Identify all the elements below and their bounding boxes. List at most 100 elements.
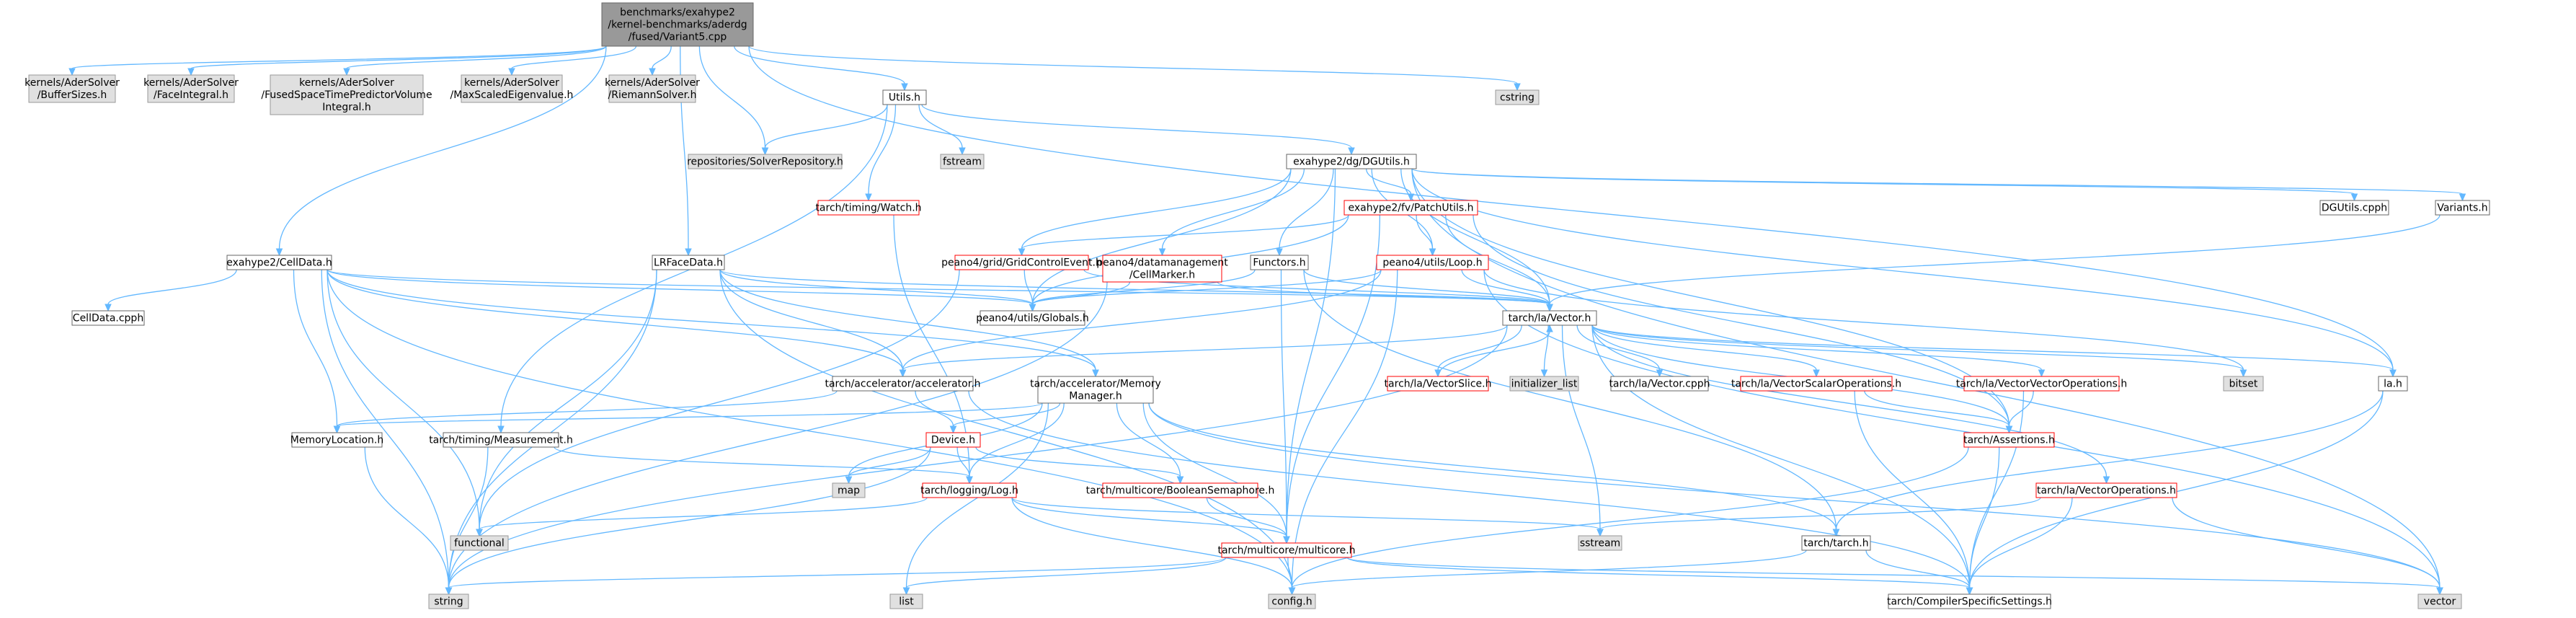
- node-box: [147, 74, 235, 103]
- node-config: config.h: [1268, 593, 1316, 609]
- node-box: [925, 432, 981, 448]
- node-fusedspacetime: kernels/AderSolver/FusedSpaceTimePredict…: [261, 74, 432, 115]
- node-dgutils-cpph[interactable]: DGUtils.cpph: [2319, 200, 2389, 216]
- node-globals[interactable]: peano4/utils/Globals.h: [976, 310, 1089, 326]
- node-label: tarch/CompilerSpecificSettings.h: [1887, 596, 2052, 608]
- node-watch[interactable]: tarch/timing/Watch.h: [815, 200, 922, 216]
- node-box: [1963, 432, 2055, 448]
- node-label: /FusedSpaceTimePredictorVolume: [261, 89, 432, 101]
- edge-arrowhead: [865, 193, 872, 202]
- edge-arrowhead: [761, 147, 769, 156]
- node-vectorvectorops[interactable]: tarch/la/VectorVectorOperations.h: [1956, 376, 2128, 392]
- node-box: [461, 74, 563, 103]
- edge-arrowhead: [2350, 193, 2358, 202]
- node-vector-cpph[interactable]: tarch/la/Vector.cpph: [1609, 376, 1710, 392]
- node-variants[interactable]: Variants.h: [2435, 200, 2490, 216]
- node-dgutils[interactable]: exahype2/dg/DGUtils.h: [1286, 154, 1417, 169]
- node-label: exahype2/dg/DGUtils.h: [1293, 156, 1410, 168]
- edge-utils_h-to-solverrepo: [761, 104, 888, 156]
- edge-multicore-to-list: [902, 557, 1227, 596]
- node-device[interactable]: Device.h: [925, 432, 981, 448]
- node-measurement[interactable]: tarch/timing/Measurement.h: [429, 432, 573, 448]
- edge-dgutils-to-gridcontrolevent: [1018, 168, 1292, 257]
- node-label: /kernel-benchmarks/aderdg: [608, 19, 747, 31]
- node-celldata[interactable]: exahype2/CellData.h: [226, 255, 332, 270]
- edge-root-to-buffersizes: [68, 45, 607, 76]
- node-box: [2223, 376, 2264, 392]
- edge-arrowhead: [966, 476, 973, 485]
- node-vector-h[interactable]: tarch/la/Vector.h: [1502, 310, 1597, 326]
- node-label: tarch/timing/Measurement.h: [429, 435, 573, 446]
- node-memorylocation[interactable]: MemoryLocation.h: [290, 432, 383, 448]
- edge-root-to-faceintegral: [187, 45, 607, 76]
- node-label: tarch/la/VectorOperations.h: [2037, 485, 2176, 497]
- node-accelerator[interactable]: tarch/accelerator/accelerator.h: [825, 376, 981, 392]
- node-vectorops[interactable]: tarch/la/VectorOperations.h: [2035, 482, 2177, 498]
- node-vectorslice[interactable]: tarch/la/VectorSlice.h: [1385, 376, 1492, 392]
- node-std-vector: vector: [2417, 593, 2462, 609]
- edge-vectorops-to-compilerspecific: [1966, 497, 2073, 596]
- node-log[interactable]: tarch/logging/Log.h: [920, 482, 1018, 498]
- edge-dgutils-to-la_h: [1411, 168, 2397, 378]
- node-assertions[interactable]: tarch/Assertions.h: [1963, 432, 2055, 448]
- node-label: benchmarks/exahype2: [620, 7, 735, 19]
- node-box: [2435, 200, 2490, 216]
- node-cstring: cstring: [1495, 89, 1540, 105]
- node-box: [2035, 482, 2177, 498]
- edge-loop-to-vector_h: [1461, 269, 1553, 312]
- node-utils-h[interactable]: Utils.h: [882, 89, 927, 105]
- edge-root-to-cstring: [748, 45, 1521, 92]
- node-functors[interactable]: Functors.h: [1250, 255, 1309, 270]
- edge-loop-to-globals: [1029, 269, 1382, 312]
- node-cellmarker[interactable]: peano4/datamanagement/CellMarker.h: [1096, 255, 1228, 283]
- edge-arrowhead: [1276, 248, 1283, 257]
- node-box: [832, 482, 866, 498]
- node-label: Integral.h: [322, 102, 371, 113]
- edge-dgutils-to-cellmarker: [1158, 168, 1305, 257]
- node-vectorscalarops[interactable]: tarch/la/VectorScalarOperations.h: [1731, 376, 1901, 392]
- edge-assertions-to-compilerspecific: [1966, 446, 2000, 596]
- edge-celldata-to-globals: [327, 269, 1036, 312]
- edge-vectorvectorops-to-assertions: [2005, 390, 2034, 434]
- edge-device-to-log: [956, 446, 973, 485]
- node-label: cstring: [1500, 92, 1535, 104]
- node-multicore[interactable]: tarch/multicore/multicore.h: [1217, 542, 1356, 558]
- node-box: [1376, 255, 1489, 270]
- node-box: [1963, 376, 2120, 392]
- node-gridcontrolevent[interactable]: peano4/grid/GridControlEvent.h: [941, 255, 1102, 270]
- node-celldata-cpph[interactable]: CellData.cpph: [71, 310, 145, 326]
- node-label: fstream: [943, 156, 982, 168]
- node-lrfacedata[interactable]: LRFaceData.h: [652, 255, 725, 270]
- node-label: kernels/AderSolver: [25, 77, 120, 89]
- node-box: [1102, 482, 1258, 498]
- node-tarch-h[interactable]: tarch/tarch.h: [1801, 535, 1871, 551]
- edge-arrowhead: [68, 68, 76, 76]
- node-label: peano4/datamanagement: [1096, 257, 1228, 269]
- node-label: sstream: [1580, 538, 1620, 549]
- edge-vectorvectorops-to-compilerspecific: [1966, 390, 2025, 596]
- node-box: [28, 74, 116, 103]
- edge-lrfacedata-to-memorymanager: [719, 269, 1099, 378]
- edge-arrowhead: [275, 248, 283, 257]
- edge-arrowhead: [497, 425, 505, 434]
- node-loop[interactable]: peano4/utils/Loop.h: [1376, 255, 1489, 270]
- node-label: kernels/AderSolver: [605, 77, 700, 89]
- node-label: kernels/AderSolver: [143, 77, 239, 89]
- edge-arrowhead: [2239, 369, 2247, 378]
- edge-arrowhead: [1832, 529, 1840, 537]
- node-initializer-list: initializer_list: [1509, 376, 1579, 392]
- node-box: [2319, 200, 2389, 216]
- node-box: [652, 255, 725, 270]
- node-label: LRFaceData.h: [654, 257, 723, 269]
- edge-arrowhead: [902, 587, 910, 596]
- edge-vectorslice-to-vector_h: [1437, 324, 1553, 377]
- node-box: [1740, 376, 1893, 392]
- node-compilerspecific[interactable]: tarch/CompilerSpecificSettings.h: [1887, 593, 2052, 609]
- node-label: tarch/logging/Log.h: [920, 485, 1018, 497]
- node-label: functional: [454, 538, 505, 549]
- node-booleansemaphore[interactable]: tarch/multicore/BooleanSemaphore.h: [1086, 482, 1275, 498]
- node-la-h[interactable]: la.h: [2378, 376, 2408, 392]
- node-patchutils[interactable]: exahype2/fv/PatchUtils.h: [1343, 200, 1478, 216]
